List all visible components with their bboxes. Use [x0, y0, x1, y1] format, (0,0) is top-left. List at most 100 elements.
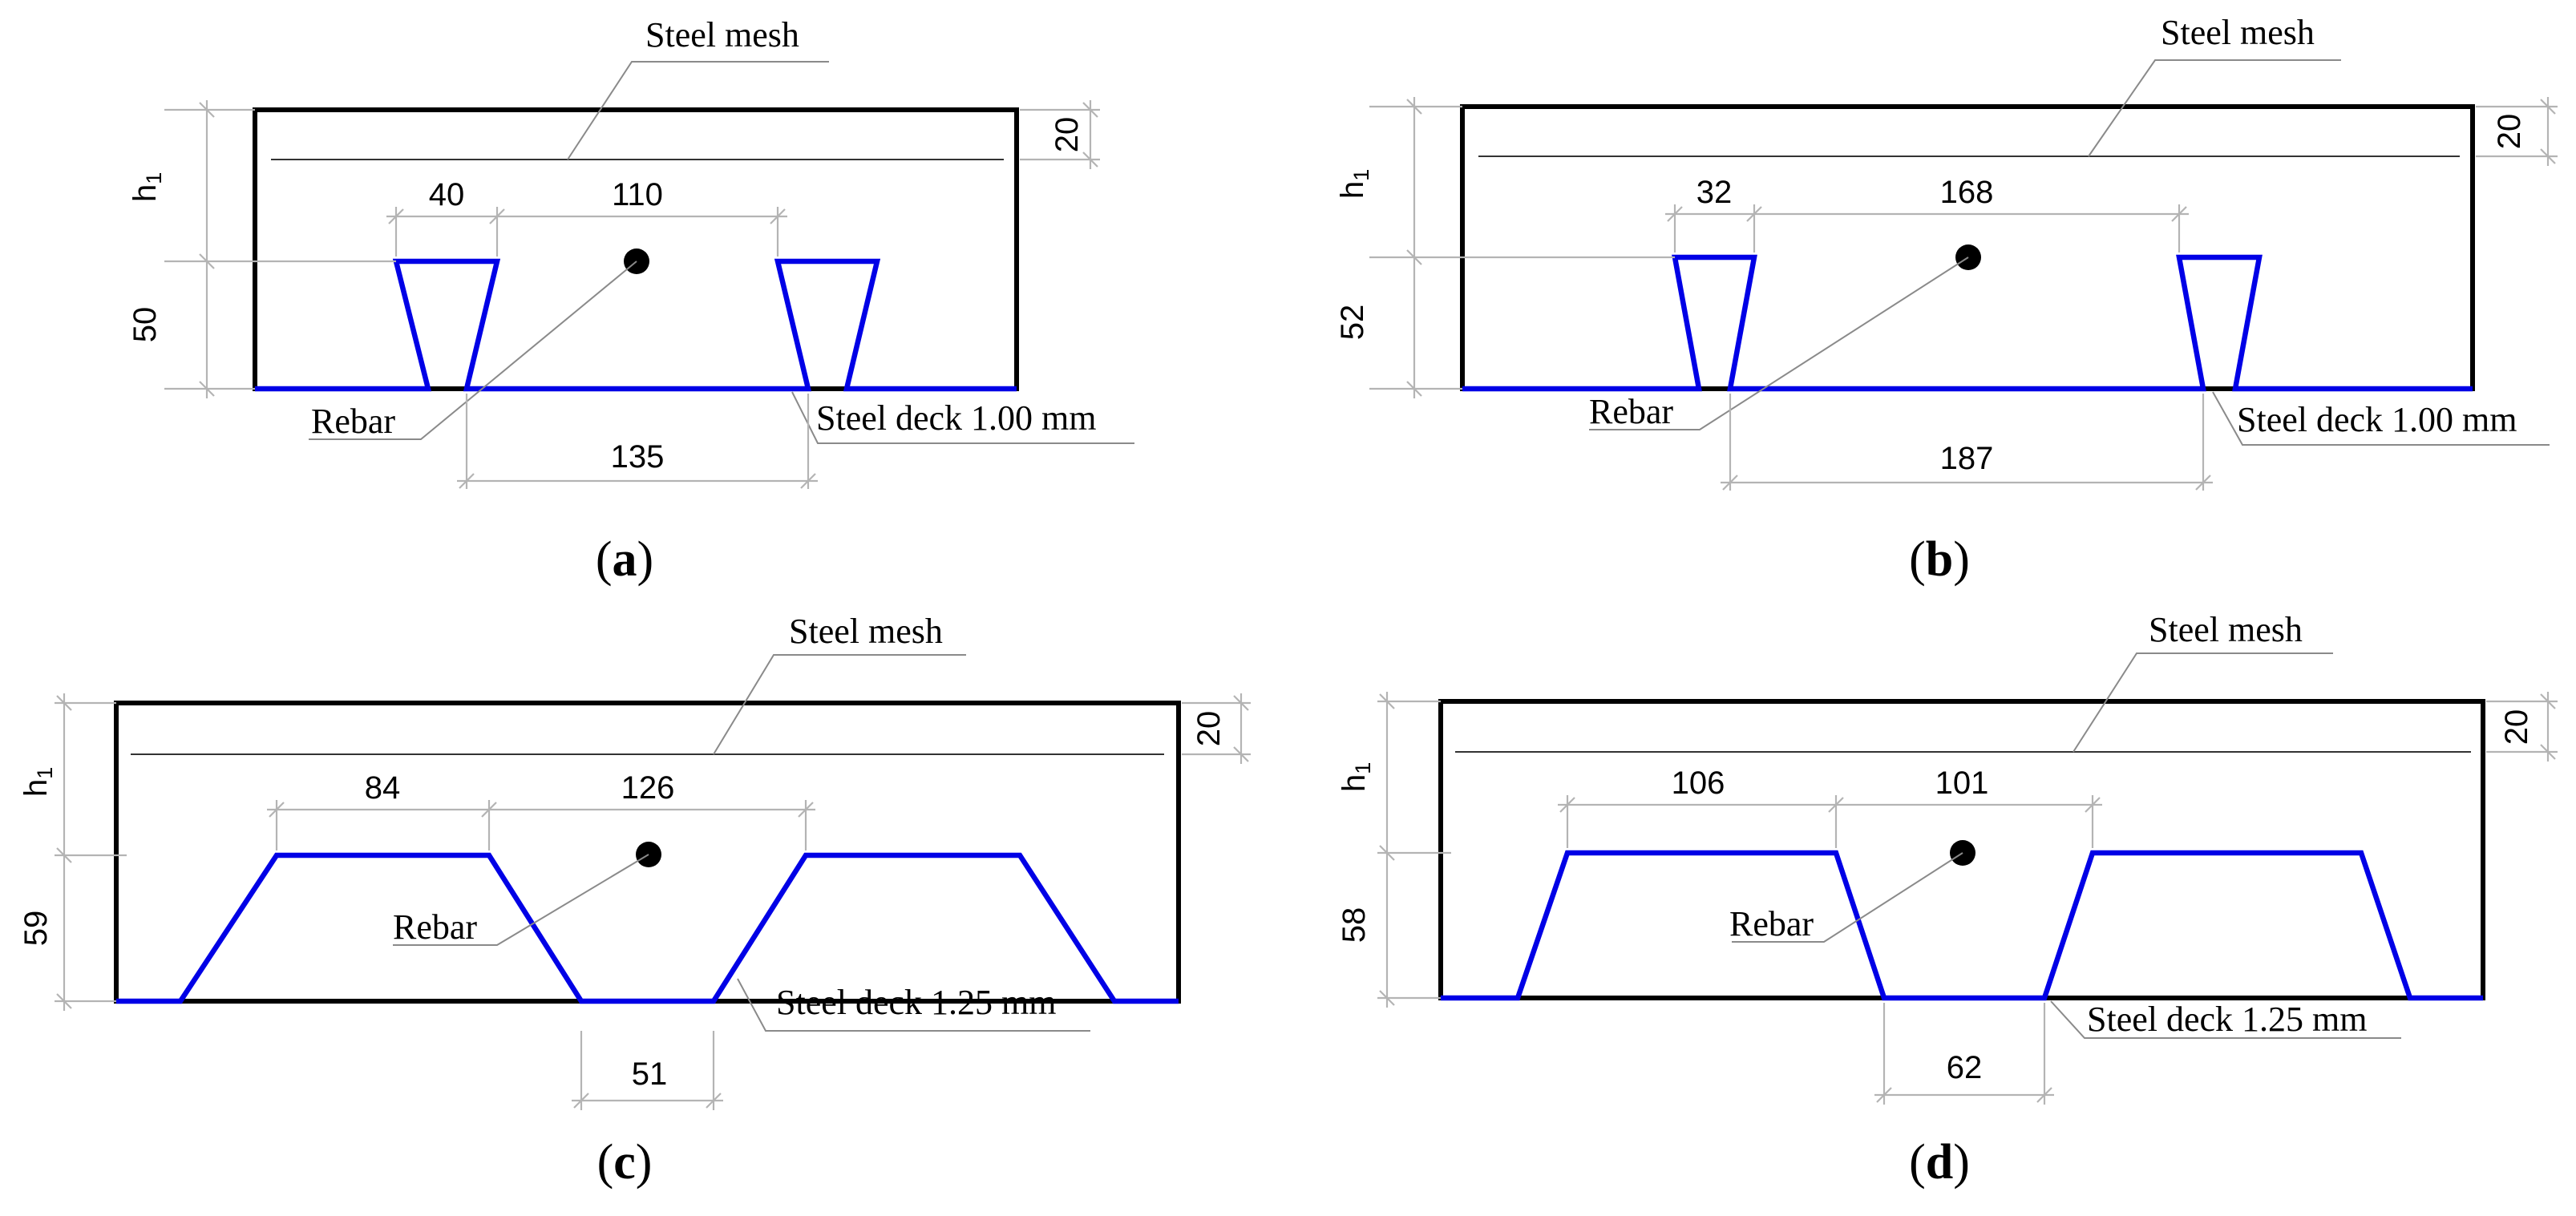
- dim-label-cover: 20: [2499, 709, 2534, 745]
- dim-tick: [2195, 475, 2211, 491]
- dim-label-h1: h1: [1335, 169, 1373, 199]
- dim-label-rib-top: 106: [1672, 766, 1725, 801]
- steel-mesh-leader: [713, 654, 966, 755]
- dim-tick: [1233, 695, 1249, 711]
- steel-deck-label: Steel deck 1.00 mm: [2237, 400, 2517, 439]
- caption-close: ): [1953, 1135, 1970, 1190]
- dim-tick: [706, 1093, 722, 1109]
- h-sub: 1: [1351, 762, 1375, 774]
- panel-d: Steel mesh Rebar Steel deck 1.25 mm 106 …: [1337, 610, 2558, 1190]
- dim-label-h1: h1: [1337, 762, 1375, 792]
- caption-letter: a: [613, 532, 637, 587]
- dim-tick: [1379, 845, 1395, 861]
- steel-deck-profile: [116, 852, 1179, 1004]
- dim-tick: [1876, 1087, 1892, 1103]
- steel-mesh-label: Steel mesh: [2149, 610, 2303, 649]
- dim-label-rib-height: 50: [127, 307, 163, 343]
- dim-tick: [573, 1093, 589, 1109]
- caption-letter: b: [1926, 532, 1953, 587]
- caption-close: ): [636, 1135, 653, 1190]
- dim-tick: [770, 208, 786, 224]
- rebar-leader: [309, 261, 637, 440]
- dim-label-h1: h1: [127, 172, 166, 202]
- dim-label-gap: 168: [1940, 175, 1994, 210]
- dim-tick: [1082, 102, 1098, 118]
- caption-open: (: [596, 532, 613, 587]
- caption-letter: c: [613, 1135, 636, 1190]
- caption-letter: d: [1926, 1135, 1953, 1190]
- dim-label-cover: 20: [1191, 711, 1227, 747]
- dim-tick: [56, 847, 72, 863]
- panel-caption: (a): [596, 532, 653, 587]
- dim-tick: [1379, 693, 1395, 709]
- caption-open: (: [1909, 1135, 1926, 1190]
- dim-label-bottom: 62: [1947, 1050, 1983, 1085]
- dim-tick: [489, 208, 505, 224]
- rebar-leader: [1589, 257, 1969, 430]
- dim-label-pitch: 187: [1940, 441, 1994, 476]
- caption-open: (: [1909, 532, 1926, 587]
- steel-deck-label: Steel deck 1.25 mm: [2087, 1000, 2368, 1039]
- dim-label-h1: h1: [18, 767, 57, 797]
- caption-close: ): [1953, 532, 1970, 587]
- dim-tick: [1828, 797, 1844, 813]
- dim-label-gap: 126: [621, 770, 675, 806]
- steel-deck-label: Steel deck 1.00 mm: [816, 398, 1097, 438]
- dim-label-cover: 20: [2492, 114, 2527, 150]
- rebar-label: Rebar: [1589, 392, 1673, 431]
- dim-tick: [2540, 744, 2556, 760]
- dim-tick: [2540, 148, 2556, 164]
- steel-mesh-leader: [567, 61, 829, 160]
- steel-mesh-label: Steel mesh: [645, 15, 799, 55]
- steel-mesh-leader: [2088, 59, 2341, 157]
- steel-deck-profile: [255, 258, 1017, 392]
- dim-tick: [1667, 206, 1683, 222]
- panel-caption: (d): [1909, 1135, 1970, 1190]
- dim-tick: [1722, 475, 1738, 491]
- steel-deck-profile: [1441, 850, 2483, 1001]
- dim-tick: [56, 993, 72, 1009]
- h-main: h: [127, 184, 163, 202]
- steel-deck-leader: [791, 391, 1134, 444]
- dim-tick: [2036, 1087, 2052, 1103]
- dim-label-rib-height: 59: [18, 911, 54, 947]
- h-sub: 1: [33, 767, 57, 779]
- steel-mesh-leader: [2073, 652, 2333, 753]
- dim-tick: [2540, 99, 2556, 115]
- dim-tick: [800, 473, 816, 489]
- dim-tick: [1379, 990, 1395, 1006]
- rebar-label: Rebar: [393, 907, 477, 947]
- dim-label-rib-height: 58: [1337, 907, 1372, 943]
- dim-tick: [1406, 249, 1422, 265]
- rebar-label: Rebar: [311, 402, 395, 441]
- h-main: h: [1337, 774, 1372, 792]
- panel-caption: (b): [1909, 532, 1970, 587]
- dim-tick: [1082, 151, 1098, 168]
- dim-tick: [2085, 797, 2101, 813]
- dim-tick: [56, 695, 72, 711]
- steel-mesh-label: Steel mesh: [789, 612, 943, 651]
- dim-tick: [1233, 746, 1249, 762]
- dim-tick: [199, 253, 215, 269]
- h-sub: 1: [142, 172, 166, 184]
- dim-label-rib-top: 32: [1696, 175, 1733, 210]
- dim-tick: [1406, 381, 1422, 397]
- dim-label-rib-height: 52: [1335, 305, 1370, 341]
- steel-deck-leader: [2212, 391, 2550, 446]
- dim-tick: [388, 208, 404, 224]
- panel-c: Steel mesh Rebar Steel deck 1.25 mm 84 1…: [18, 612, 1251, 1190]
- panel-caption: (c): [597, 1135, 653, 1190]
- h-sub: 1: [1349, 169, 1373, 181]
- dim-tick: [459, 473, 475, 489]
- dim-tick: [1406, 99, 1422, 115]
- dim-label-gap: 110: [612, 177, 663, 212]
- dim-tick: [199, 381, 215, 397]
- h-main: h: [1335, 181, 1370, 199]
- dim-label-rib-top: 40: [429, 177, 465, 212]
- dim-tick: [481, 802, 497, 818]
- panel-a: Steel mesh Rebar Steel deck 1.00 mm 40 1…: [127, 15, 1134, 587]
- dim-tick: [1746, 206, 1762, 222]
- dim-tick: [2540, 693, 2556, 709]
- caption-open: (: [597, 1135, 614, 1190]
